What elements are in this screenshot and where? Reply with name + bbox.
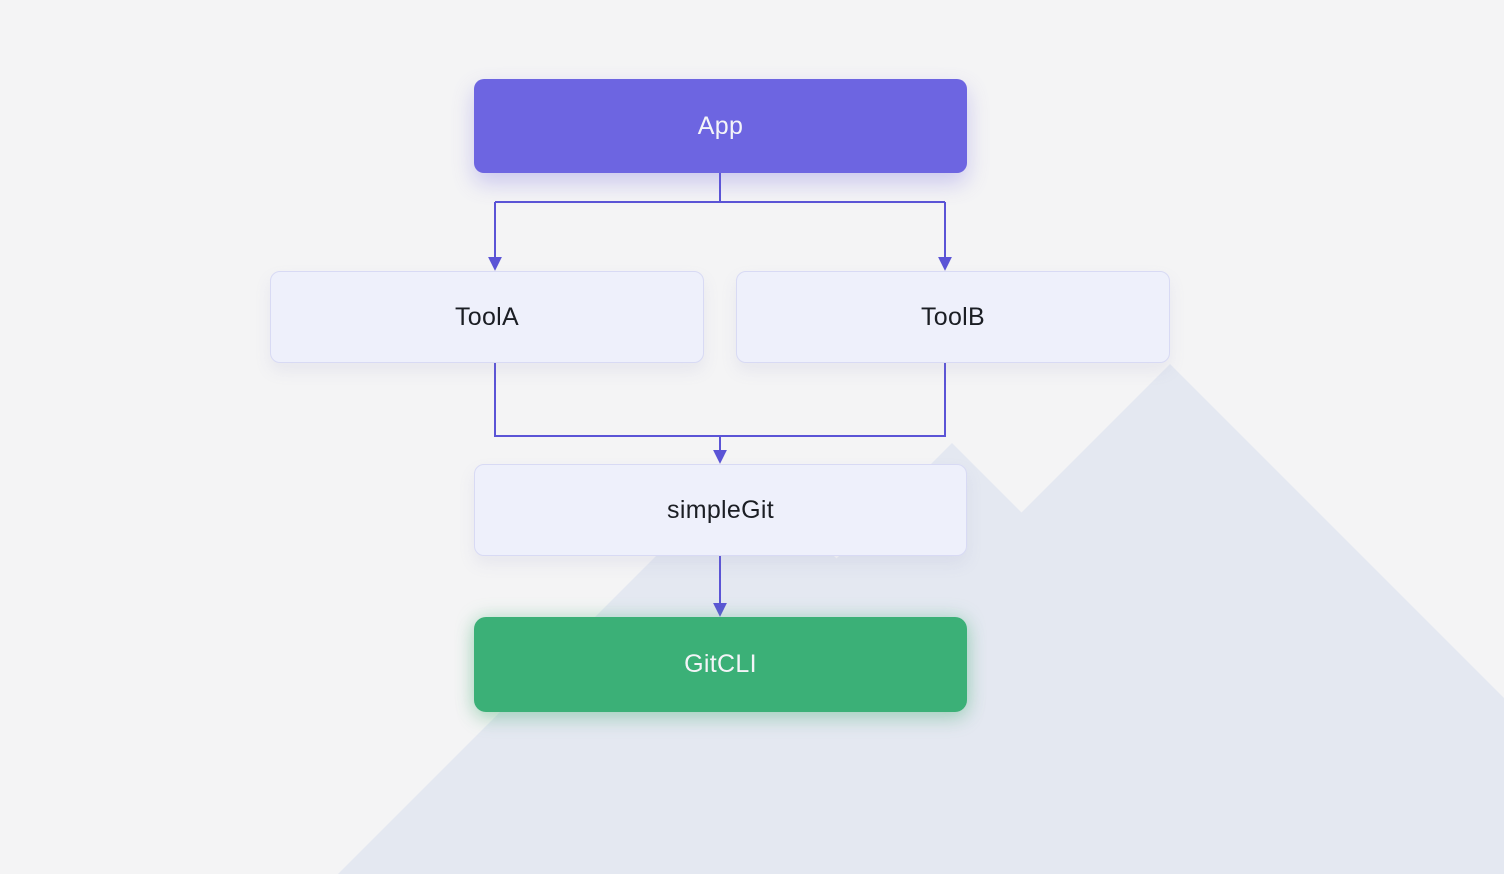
node-toolb: ToolB	[736, 271, 1170, 363]
edge-app-split	[495, 172, 945, 203]
node-gitcli: GitCLI	[474, 617, 967, 712]
node-toolb-label: ToolB	[920, 302, 986, 331]
node-app-label: App	[697, 111, 744, 140]
node-toola: ToolA	[270, 271, 704, 363]
mountain-big-peak	[660, 364, 1504, 874]
node-simplegit-label: simpleGit	[667, 495, 774, 524]
node-gitcli-label: GitCLI	[684, 650, 757, 678]
node-app: App	[474, 79, 967, 173]
node-toola-label: ToolA	[454, 302, 520, 331]
edge-tools-join	[494, 363, 946, 437]
node-simplegit: simpleGit	[474, 464, 967, 556]
